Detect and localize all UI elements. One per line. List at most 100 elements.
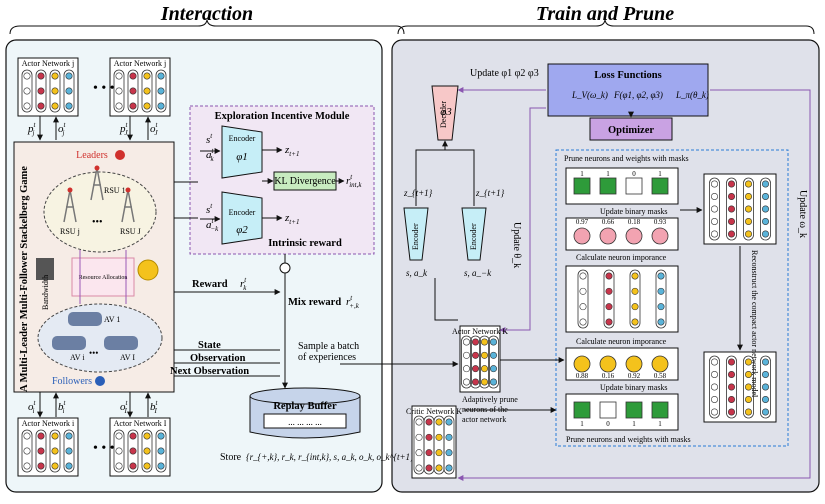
neuron-node <box>631 287 639 295</box>
neuron-node <box>480 378 488 386</box>
neuron-column <box>709 177 720 241</box>
update-omega-arrow <box>457 89 811 481</box>
neuron-node <box>51 102 59 110</box>
neuron-column <box>35 69 47 113</box>
neuron-node <box>631 272 639 280</box>
optimizer-box <box>589 117 673 141</box>
optimizer-label: Optimizer <box>608 125 654 136</box>
neuron-node <box>143 72 151 80</box>
server-icon <box>36 258 54 280</box>
neuron-node <box>23 432 31 440</box>
prune-footer: Prune neurons and weights with masks <box>566 435 691 444</box>
intrinsic-reward-label: Intrinsic reward <box>268 238 342 249</box>
bandwidth-label: Bandwidth <box>41 275 50 310</box>
adaptive-prune-3: actor network <box>462 415 506 424</box>
mask-cell <box>651 177 669 195</box>
neuron-column <box>603 269 615 329</box>
neuron-node <box>157 447 165 455</box>
neuron-node <box>710 230 718 238</box>
neuron-node <box>761 358 769 366</box>
neuron-node <box>415 433 423 441</box>
neuron-column <box>63 429 75 473</box>
neuron-node <box>631 318 639 326</box>
neuron-node <box>23 102 31 110</box>
followers-label: Followers <box>52 376 92 387</box>
neuron-layers <box>21 69 771 475</box>
reward-label: Reward <box>192 279 228 290</box>
mask-cell <box>599 177 617 195</box>
neuron-node <box>435 418 443 426</box>
neuron-node <box>462 365 470 373</box>
state-label: State <box>198 340 221 351</box>
adaptive-prune-1: Adaptively prune <box>462 395 518 404</box>
phi1-label: φ1 <box>236 151 248 163</box>
lv-formula: L_V(ω_k) <box>571 90 608 100</box>
neuron-node <box>51 72 59 80</box>
avI-label: AV I <box>120 353 135 362</box>
neuron-column <box>155 69 167 113</box>
neuron-node <box>157 432 165 440</box>
neuron-node <box>37 447 45 455</box>
encoder-phi2-right <box>461 207 487 261</box>
neuron-node <box>489 365 497 373</box>
neuron-node <box>710 370 718 378</box>
actor-i-label: Actor Network i <box>22 419 75 428</box>
neuron-node <box>727 358 735 366</box>
actor-I-label: Actor Network I <box>114 419 167 428</box>
kl-label: KL Divergence <box>274 176 336 187</box>
neuron-node <box>425 464 433 472</box>
neuron-node <box>489 338 497 346</box>
neuron-column <box>141 69 153 113</box>
neuron-column <box>655 269 667 329</box>
encoder-to-actor-arrow <box>434 278 458 321</box>
neuron-column <box>21 429 33 473</box>
neuron-node <box>761 395 769 403</box>
neuron-node <box>65 447 73 455</box>
decoder-label: Decoder <box>439 101 448 128</box>
neuron-node <box>23 462 31 470</box>
neuron-column <box>113 69 125 113</box>
neuron-node <box>744 193 752 201</box>
replay-buffer <box>249 387 361 439</box>
resource-allocation-label: Resource Allocation <box>79 275 128 281</box>
neuron-node <box>605 287 613 295</box>
neuron-node <box>445 449 453 457</box>
neuron-node <box>480 351 488 359</box>
neuron-node <box>65 432 73 440</box>
neuron-node <box>143 462 151 470</box>
interaction-title: Interaction <box>160 3 253 25</box>
neuron-node <box>65 102 73 110</box>
neuron-node <box>425 449 433 457</box>
neuron-node <box>761 205 769 213</box>
neuron-node <box>744 230 752 238</box>
neuron-node <box>51 87 59 95</box>
mask-cell <box>599 401 617 419</box>
av-cars-icon <box>52 312 138 350</box>
neuron-node <box>425 418 433 426</box>
encoder-phi1-right <box>403 207 429 261</box>
neuron-column <box>63 69 75 113</box>
neuron-node <box>157 87 165 95</box>
mask-cell <box>651 401 669 419</box>
neuron-node <box>710 193 718 201</box>
cell-value: 0.92 <box>628 372 641 380</box>
mask-cell <box>573 177 591 195</box>
neuron-column <box>127 429 139 473</box>
importance-neuron <box>599 355 617 373</box>
neuron-node <box>605 303 613 311</box>
neuron-node <box>115 87 123 95</box>
neuron-column <box>443 415 455 475</box>
neuron-node <box>471 365 479 373</box>
neuron-node <box>727 193 735 201</box>
neuron-node <box>480 365 488 373</box>
neuron-node <box>710 358 718 366</box>
neuron-column <box>49 429 61 473</box>
encoder1-label: Encoder <box>229 134 256 143</box>
neuron-node <box>761 408 769 416</box>
update-masks-top: Update binary masks <box>600 207 668 216</box>
s-input-2: st <box>206 202 213 216</box>
